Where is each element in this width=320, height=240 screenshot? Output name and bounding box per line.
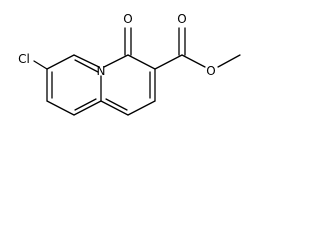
bond-c2-c1	[127, 100, 156, 116]
structure-canvas: Cl N O O O	[18, 12, 241, 116]
bond-c4-c3	[127, 54, 156, 70]
atom-label-ester-ether-oxygen: O	[206, 64, 215, 78]
bond-c1-c9a	[100, 100, 129, 116]
bond-o-ether-methyl	[217, 54, 241, 68]
bond-c9a-c9	[73, 100, 102, 116]
bond-c8-c8-double	[74, 59, 99, 73]
atom-label-nitrogen: N	[97, 64, 106, 78]
atom-label-ester-carbonyl-oxygen: O	[177, 12, 186, 26]
bond-ester-c-o-ether	[181, 54, 206, 68]
bond-c8-n	[73, 54, 100, 68]
chemical-structure-diagram: Cl N O O O	[18, 12, 241, 116]
bond-c9-c6	[46, 100, 75, 116]
bond-c9a-c9-double	[74, 98, 97, 111]
bond-c7-c8	[46, 54, 75, 70]
atom-label-ketone-oxygen: O	[123, 12, 132, 26]
atom-label-chlorine: Cl	[18, 52, 30, 66]
bond-n-c4	[103, 54, 129, 68]
bond-c3-ester-c	[154, 54, 183, 70]
bond-c1-c9a-double	[105, 98, 128, 111]
bond-cl-c7	[33, 60, 48, 70]
